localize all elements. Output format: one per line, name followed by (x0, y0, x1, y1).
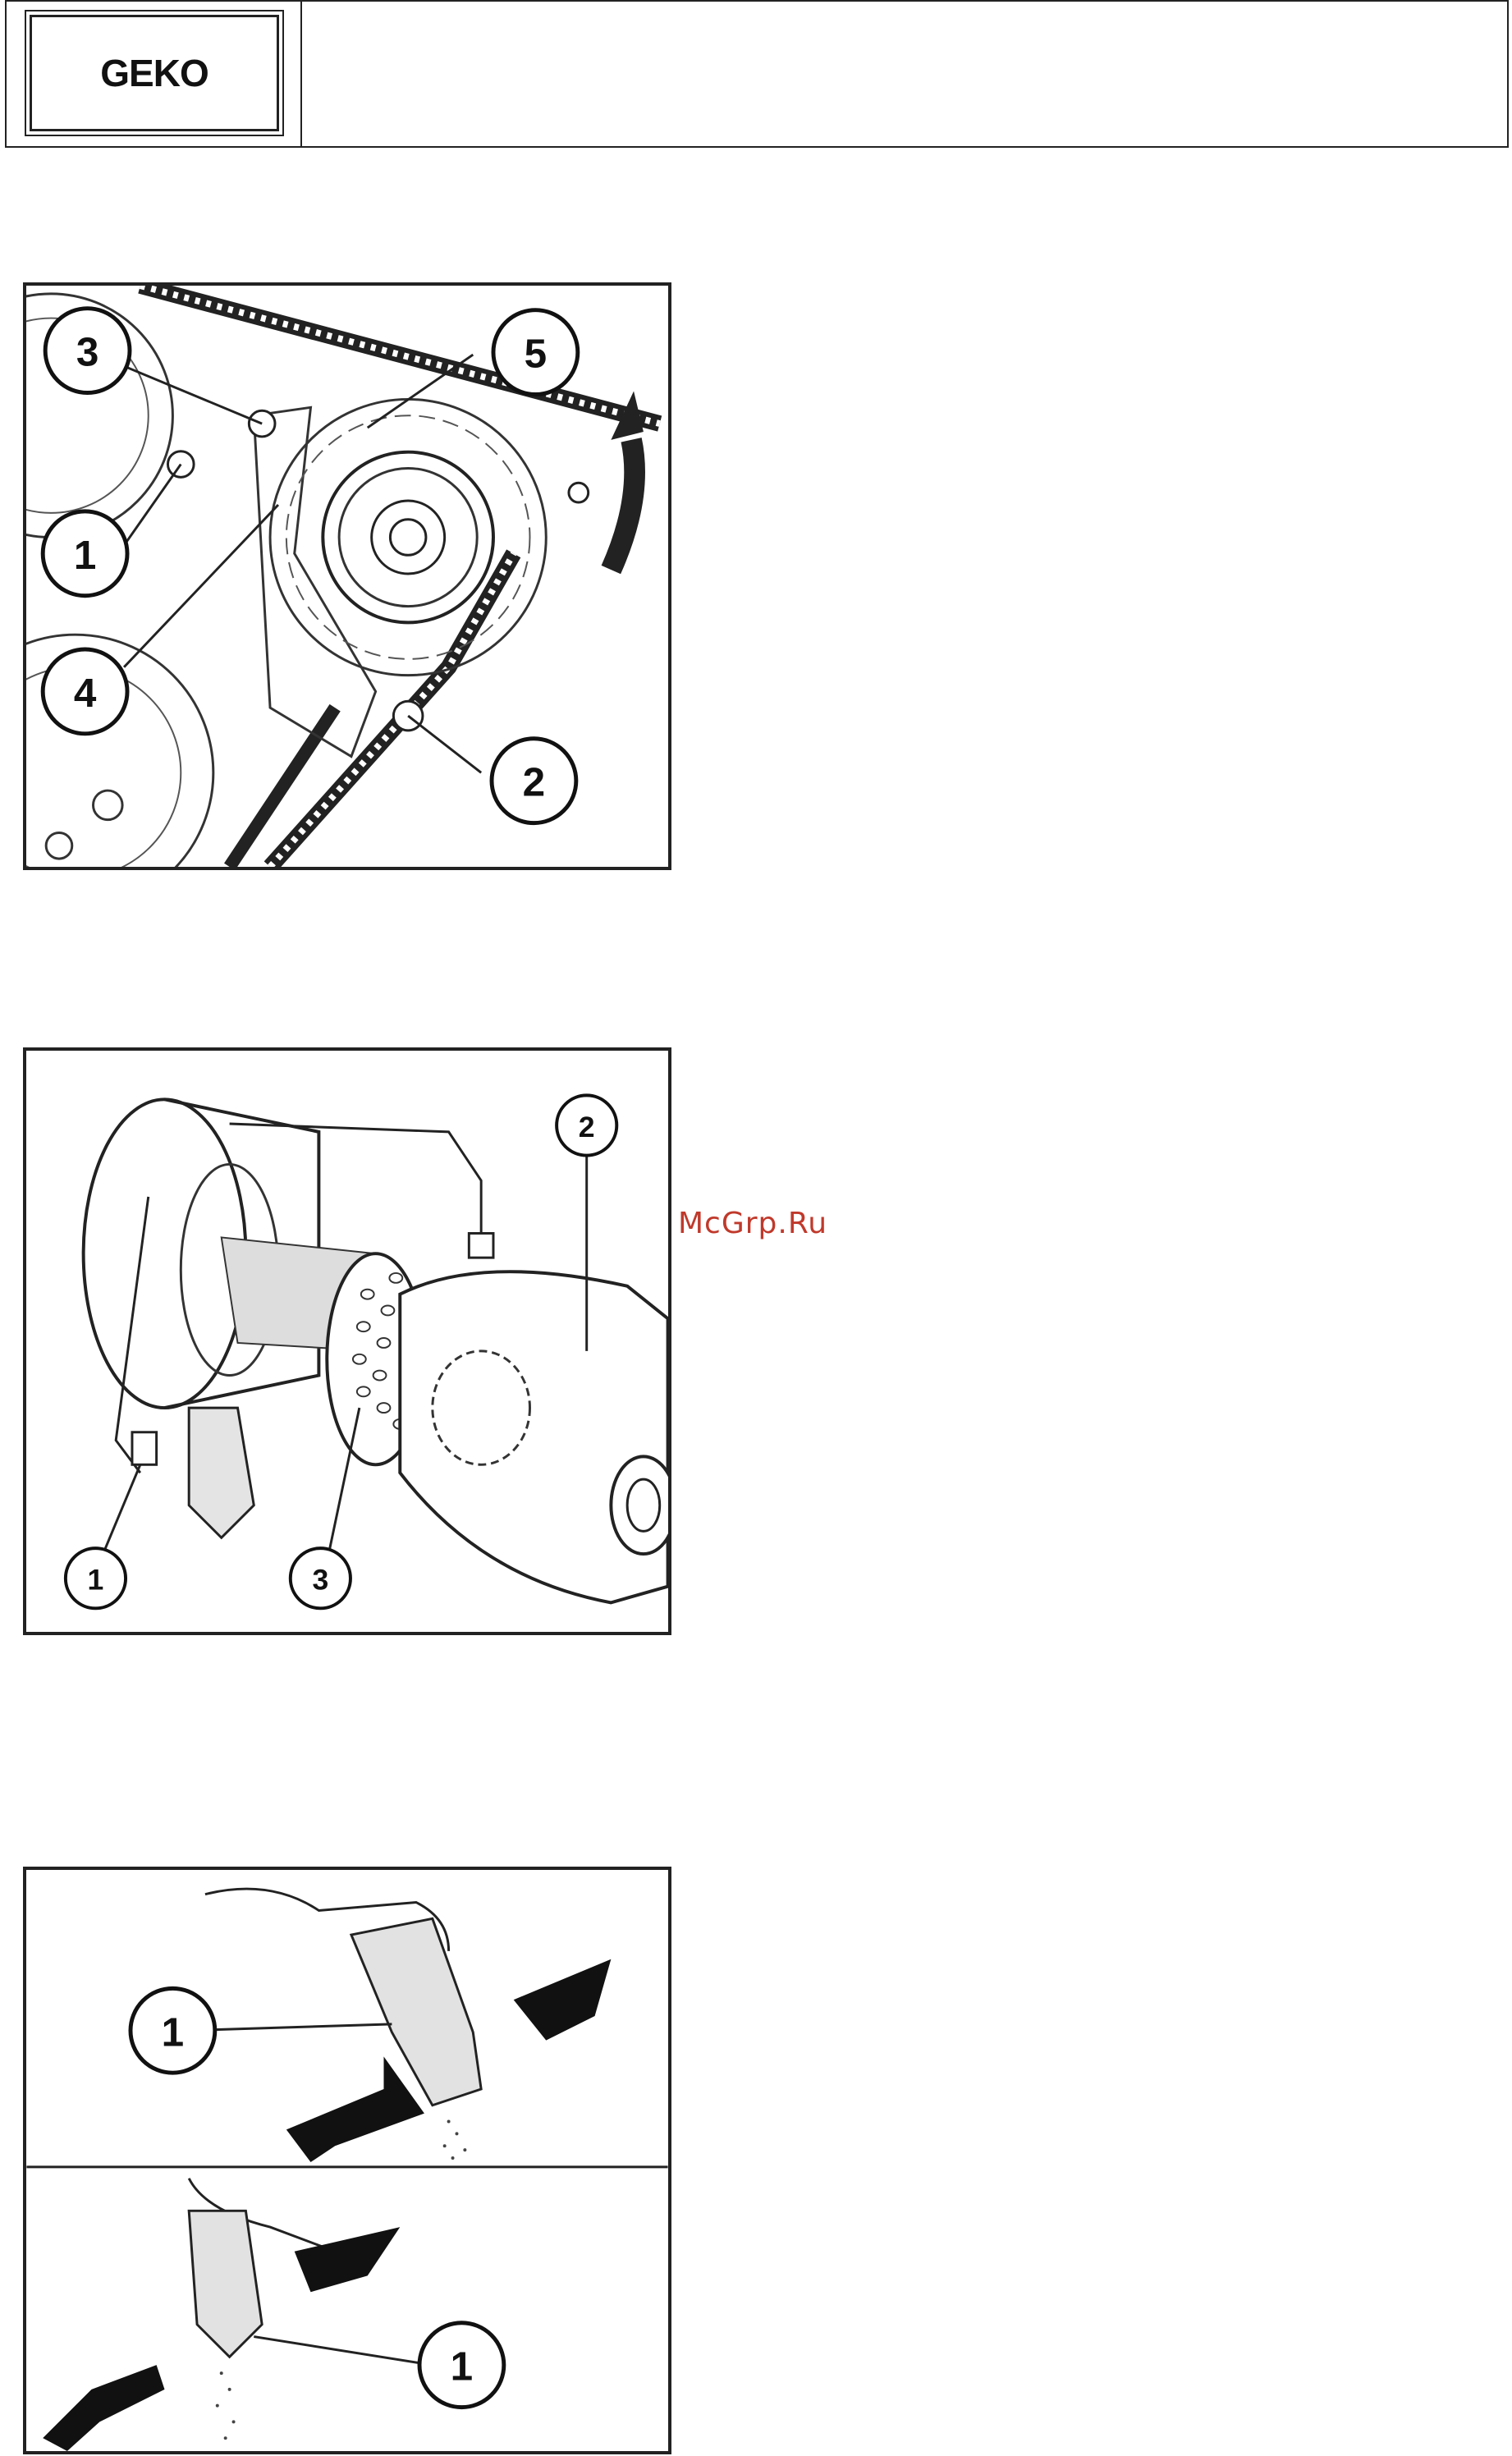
callout-1-top: 1 (131, 1988, 215, 2073)
callout-1-bottom-label: 1 (451, 2344, 474, 2390)
figure-air-filter: 2 1 3 (23, 1047, 671, 1635)
callout-2-label: 2 (579, 1111, 595, 1143)
figure-alternator-belt: 3 5 1 4 2 (23, 282, 671, 870)
air-filter-illustration: 2 1 3 (26, 1051, 668, 1632)
header-divider (300, 2, 302, 146)
callout-2: 2 (492, 739, 576, 823)
callout-3: 3 (291, 1548, 351, 1608)
callout-1-label: 1 (74, 533, 96, 578)
brand-logo-text: GEKO (100, 51, 208, 95)
callout-1: 1 (43, 511, 127, 596)
dust-valve-illustration: 1 1 (26, 1870, 668, 2451)
alternator-illustration: 3 5 1 4 2 (26, 286, 668, 867)
brand-logo: GEKO (30, 15, 279, 131)
page-header: GEKO (5, 0, 1509, 148)
callout-1-top-label: 1 (162, 2009, 185, 2055)
callout-3: 3 (45, 309, 130, 393)
watermark-text: McGrp.Ru (678, 1207, 827, 1240)
figure-dust-valve: 1 1 (23, 1867, 671, 2454)
callout-2-label: 2 (523, 760, 546, 805)
callout-1-bottom: 1 (419, 2323, 504, 2408)
callout-2: 2 (557, 1095, 616, 1155)
callout-1: 1 (66, 1548, 126, 1608)
callout-5-label: 5 (525, 332, 548, 377)
callout-4-label: 4 (74, 671, 97, 716)
callout-3-label: 3 (312, 1564, 328, 1597)
callout-1-label: 1 (88, 1564, 104, 1597)
callout-3-label: 3 (76, 330, 99, 375)
callout-4: 4 (43, 649, 127, 734)
callout-5: 5 (493, 310, 578, 395)
